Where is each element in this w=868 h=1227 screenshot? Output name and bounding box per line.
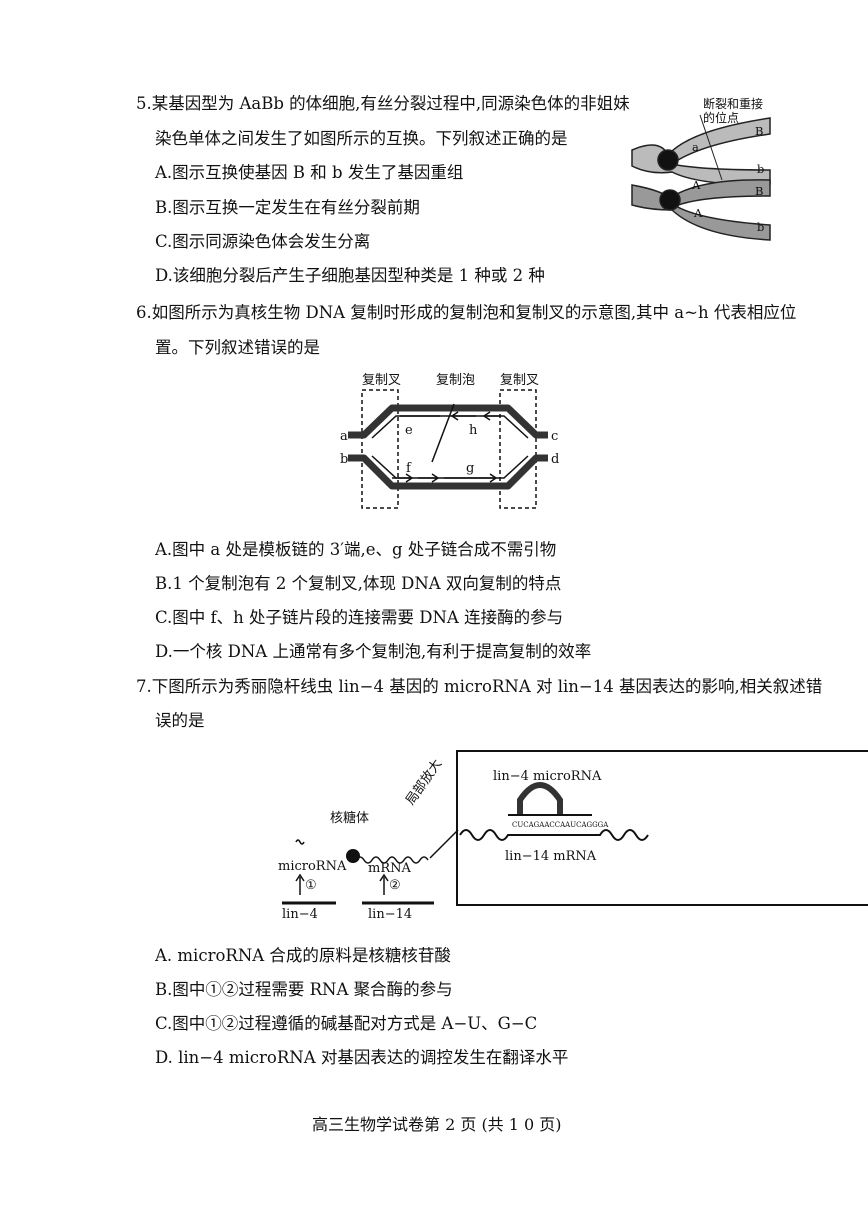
- q7-option-d: D. lin−4 microRNA 对基因表达的调控发生在翻译水平: [155, 1048, 569, 1067]
- q7-box-seq: CUCAGAACCAAUCAGGGA: [512, 821, 609, 829]
- q5-gene-label: a: [692, 140, 699, 154]
- q5-gene-label: b: [757, 220, 765, 234]
- q6-pos-h: h: [469, 423, 478, 438]
- q7-gene-lin14-label: lin−14: [368, 907, 413, 922]
- q7-mrna-label: mRNA: [368, 861, 411, 876]
- q6-pos-f: f: [406, 461, 411, 476]
- q7-option-a: A. microRNA 合成的原料是核糖核苷酸: [155, 946, 451, 965]
- q5-option-d: D.该细胞分裂后产生子细胞基因型种类是 1 种或 2 种: [155, 266, 545, 285]
- q7-option-c: C.图中①②过程遵循的碱基配对方式是 A−U、G−C: [155, 1014, 538, 1033]
- q6-pos-a: a: [340, 429, 348, 444]
- q5-gene-label: A: [694, 206, 703, 220]
- q7-microrna-label: microRNA: [278, 859, 347, 874]
- q5-option-b: B.图示互换一定发生在有丝分裂前期: [155, 198, 420, 217]
- q7-step1-label: ①: [305, 878, 317, 893]
- q7-gene-lin4-label: lin−4: [282, 907, 318, 922]
- q6-pos-g: g: [466, 461, 475, 476]
- q7-zoom-label: 局部放大: [403, 756, 446, 809]
- q7-zoom-box: [456, 750, 868, 906]
- page-footer: 高三生物学试卷第 2 页 (共 1 0 页): [312, 1115, 562, 1134]
- q7-stem-line1: 7.下图所示为秀丽隐杆线虫 lin−4 基因的 microRNA 对 lin−1…: [136, 677, 823, 696]
- q5-fig-title-line2: 的位点: [703, 111, 740, 125]
- q6-fork-right-label: 复制叉: [500, 373, 540, 388]
- q5-gene-label: A: [692, 178, 701, 192]
- q7-box-mrna-label: lin−14 mRNA: [505, 849, 597, 864]
- q6-option-b: B.1 个复制泡有 2 个复制叉,体现 DNA 双向复制的特点: [155, 574, 562, 593]
- q6-option-a: A.图中 a 处是模板链的 3′端,e、g 处子链合成不需引物: [155, 540, 557, 559]
- q6-bubble-label: 复制泡: [436, 373, 476, 388]
- q7-step2-label: ②: [389, 878, 401, 893]
- q5-option-a: A.图示互换使基因 B 和 b 发生了基因重组: [155, 163, 464, 182]
- q6-pos-e: e: [405, 423, 413, 438]
- q5-option-c: C.图示同源染色体会发生分离: [155, 232, 371, 251]
- q7-stem-line2: 误的是: [155, 711, 205, 730]
- q6-stem-line1: 6.如图所示为真核生物 DNA 复制时形成的复制泡和复制叉的示意图,其中 a~h…: [136, 303, 797, 322]
- q5-stem-line1: 5.某基因型为 AaBb 的体细胞,有丝分裂过程中,同源染色体的非姐妹: [136, 94, 630, 113]
- q6-pos-d: d: [551, 452, 560, 467]
- q6-pos-b: b: [340, 452, 349, 467]
- q5-gene-label: b: [757, 162, 765, 176]
- q7-box-mirna-label: lin−4 microRNA: [493, 769, 602, 784]
- q6-stem-line2: 置。下列叙述错误的是: [155, 338, 320, 357]
- q6-pos-c: c: [551, 429, 559, 444]
- q6-fork-left-label: 复制叉: [362, 373, 402, 388]
- q6-option-c: C.图中 f、h 处子链片段的连接需要 DNA 连接酶的参与: [155, 608, 564, 627]
- q5-gene-label: B: [755, 184, 764, 198]
- q5-gene-label: B: [755, 124, 764, 138]
- q6-option-d: D.一个核 DNA 上通常有多个复制泡,有利于提高复制的效率: [155, 642, 592, 661]
- q7-ribosome-label: 核糖体: [330, 811, 370, 826]
- q5-stem-line2: 染色单体之间发生了如图所示的互换。下列叙述正确的是: [155, 129, 568, 148]
- q5-fig-title-line1: 断裂和重接: [703, 97, 764, 111]
- q7-option-b: B.图中①②过程需要 RNA 聚合酶的参与: [155, 980, 453, 999]
